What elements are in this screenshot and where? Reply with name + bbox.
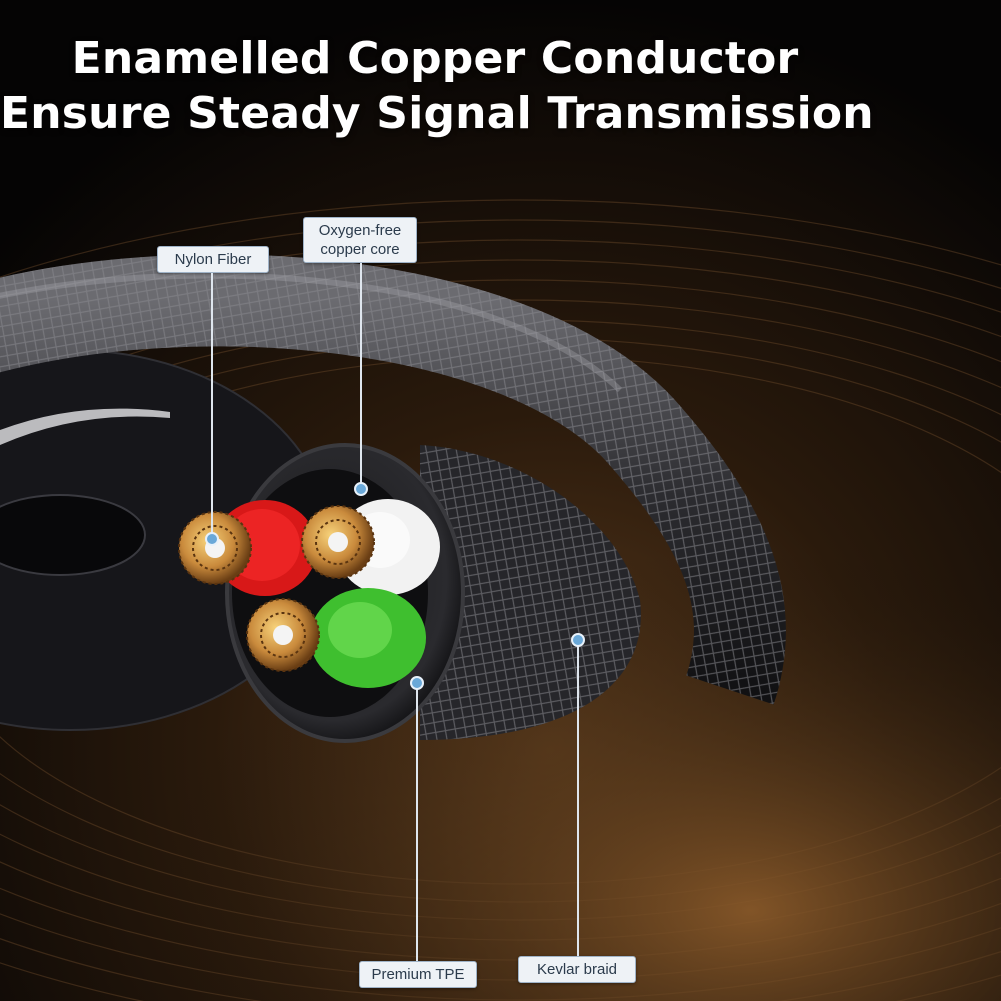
callout-kevlar-braid: Kevlar braid — [518, 956, 636, 983]
callout-oxygen-free-line-1: Oxygen-free — [318, 222, 402, 239]
callout-nylon-fiber: Nylon Fiber — [157, 246, 269, 273]
callout-premium-tpe: Premium TPE — [359, 961, 477, 988]
callout-dot-oxygen-free-copper — [354, 482, 368, 496]
callout-kevlar-braid-label: Kevlar braid — [536, 961, 618, 978]
copper-strands-2 — [301, 505, 375, 579]
callout-oxygen-free-copper: Oxygen-free copper core — [303, 217, 417, 263]
callout-dot-nylon-fiber — [205, 532, 219, 546]
conductors — [178, 499, 440, 688]
callout-premium-tpe-label: Premium TPE — [371, 966, 465, 983]
callout-dot-kevlar-braid — [571, 633, 585, 647]
leader-oxygen-free-copper — [360, 263, 362, 489]
headline-line-2: Ensure Steady Signal Transmission — [0, 88, 874, 139]
leader-nylon-fiber — [211, 273, 213, 537]
leader-kevlar-braid — [577, 640, 579, 956]
headline-line-1: Enamelled Copper Conductor — [71, 33, 799, 84]
leader-premium-tpe — [416, 684, 418, 961]
copper-strands-3 — [246, 598, 320, 672]
copper-strands-1 — [178, 511, 252, 585]
callout-dot-premium-tpe — [410, 676, 424, 690]
callout-oxygen-free-line-2: copper core — [320, 241, 400, 258]
callout-nylon-fiber-label: Nylon Fiber — [174, 251, 252, 268]
